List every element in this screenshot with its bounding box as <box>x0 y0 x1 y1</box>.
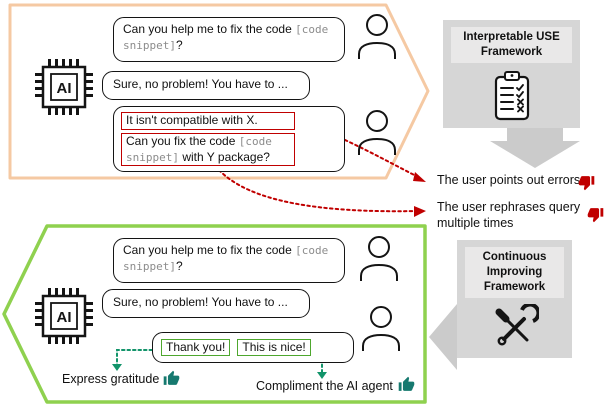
ai-message-bubble: Sure, no problem! You have to ... <box>102 289 310 318</box>
user-message-bubble: Can you help me to fix the code [code sn… <box>113 238 345 283</box>
use-framework-box: Interpretable USE Framework <box>443 20 580 128</box>
thumbs-down-icon <box>587 208 604 223</box>
thumbs-up-icon <box>163 370 180 385</box>
use-framework-title: Interpretable USE Framework <box>451 27 572 63</box>
ai-message-bubble: Sure, no problem! You have to ... <box>102 71 310 100</box>
error-feedback-box: It isn't compatible with X. <box>121 112 295 130</box>
ai-chip-icon: AI <box>35 59 93 115</box>
ai-reply-text: Sure, no problem! You have to ... <box>113 77 288 91</box>
person-icon <box>360 236 398 281</box>
person-icon <box>358 110 396 155</box>
code-snippet-placeholder: [code snippet] <box>123 244 329 273</box>
rephrase-text: Can you fix the code <box>126 133 239 148</box>
ai-reply-text: Sure, no problem! You have to ... <box>113 295 288 309</box>
rephrase-feedback-arrowhead <box>414 206 426 217</box>
user-query-text: Can you help me to fix the code <box>123 243 296 257</box>
compliment-feedback-box: This is nice! <box>237 338 311 357</box>
use-framework-down-arrow <box>490 126 580 168</box>
clipboard-checklist-icon <box>494 71 529 121</box>
rephrase-suffix: with Y package? <box>178 149 270 164</box>
rephrase-feedback-box: Can you fix the code [code snippet] with… <box>121 132 295 167</box>
person-icon <box>358 14 396 59</box>
code-snippet-placeholder: [code snippet] <box>126 134 272 164</box>
ci-framework-box: Continuous Improving Framework <box>457 240 572 358</box>
thumbs-down-icon <box>578 176 595 191</box>
gratitude-arrowhead <box>112 364 122 371</box>
user-query-suffix: ? <box>175 258 183 273</box>
ai-chip-label: AI <box>57 80 72 97</box>
thumbs-up-icon <box>398 376 415 391</box>
user-query-text: Can you help me to fix the code <box>123 22 296 36</box>
ci-framework-title: Continuous Improving Framework <box>465 247 564 298</box>
rephrase-feedback-connector <box>218 169 419 213</box>
error-feedback-text: It isn't compatible with X. <box>126 113 258 127</box>
compliment-arrowhead <box>317 372 327 379</box>
annotation-compliment-agent: Compliment the AI agent <box>256 379 393 393</box>
error-feedback-arrowhead <box>413 172 426 182</box>
user-message-bubble: Can you help me to fix the code [code sn… <box>113 17 345 62</box>
top-conversation-panel-outline <box>8 3 430 180</box>
annotation-express-gratitude: Express gratitude <box>62 372 160 386</box>
finding-rephrases-query: The user rephrases query multiple times <box>437 200 581 230</box>
finding-points-out-errors: The user points out errors <box>437 173 581 187</box>
gratitude-connector <box>116 349 153 366</box>
gratitude-feedback-box: Thank you! <box>161 338 231 357</box>
user-feedback-bubble: It isn't compatible with X. Can you fix … <box>113 106 345 172</box>
ai-chip-icon: AI <box>35 288 93 344</box>
bottom-conversation-panel-outline <box>2 224 427 404</box>
code-snippet-placeholder: [code snippet] <box>123 23 329 52</box>
ai-chip-label: AI <box>57 309 72 326</box>
user-query-suffix: ? <box>175 37 183 52</box>
person-icon <box>362 306 400 351</box>
user-praise-bubble: Thank you! This is nice! <box>152 332 354 363</box>
crossed-tools-icon <box>495 304 539 346</box>
